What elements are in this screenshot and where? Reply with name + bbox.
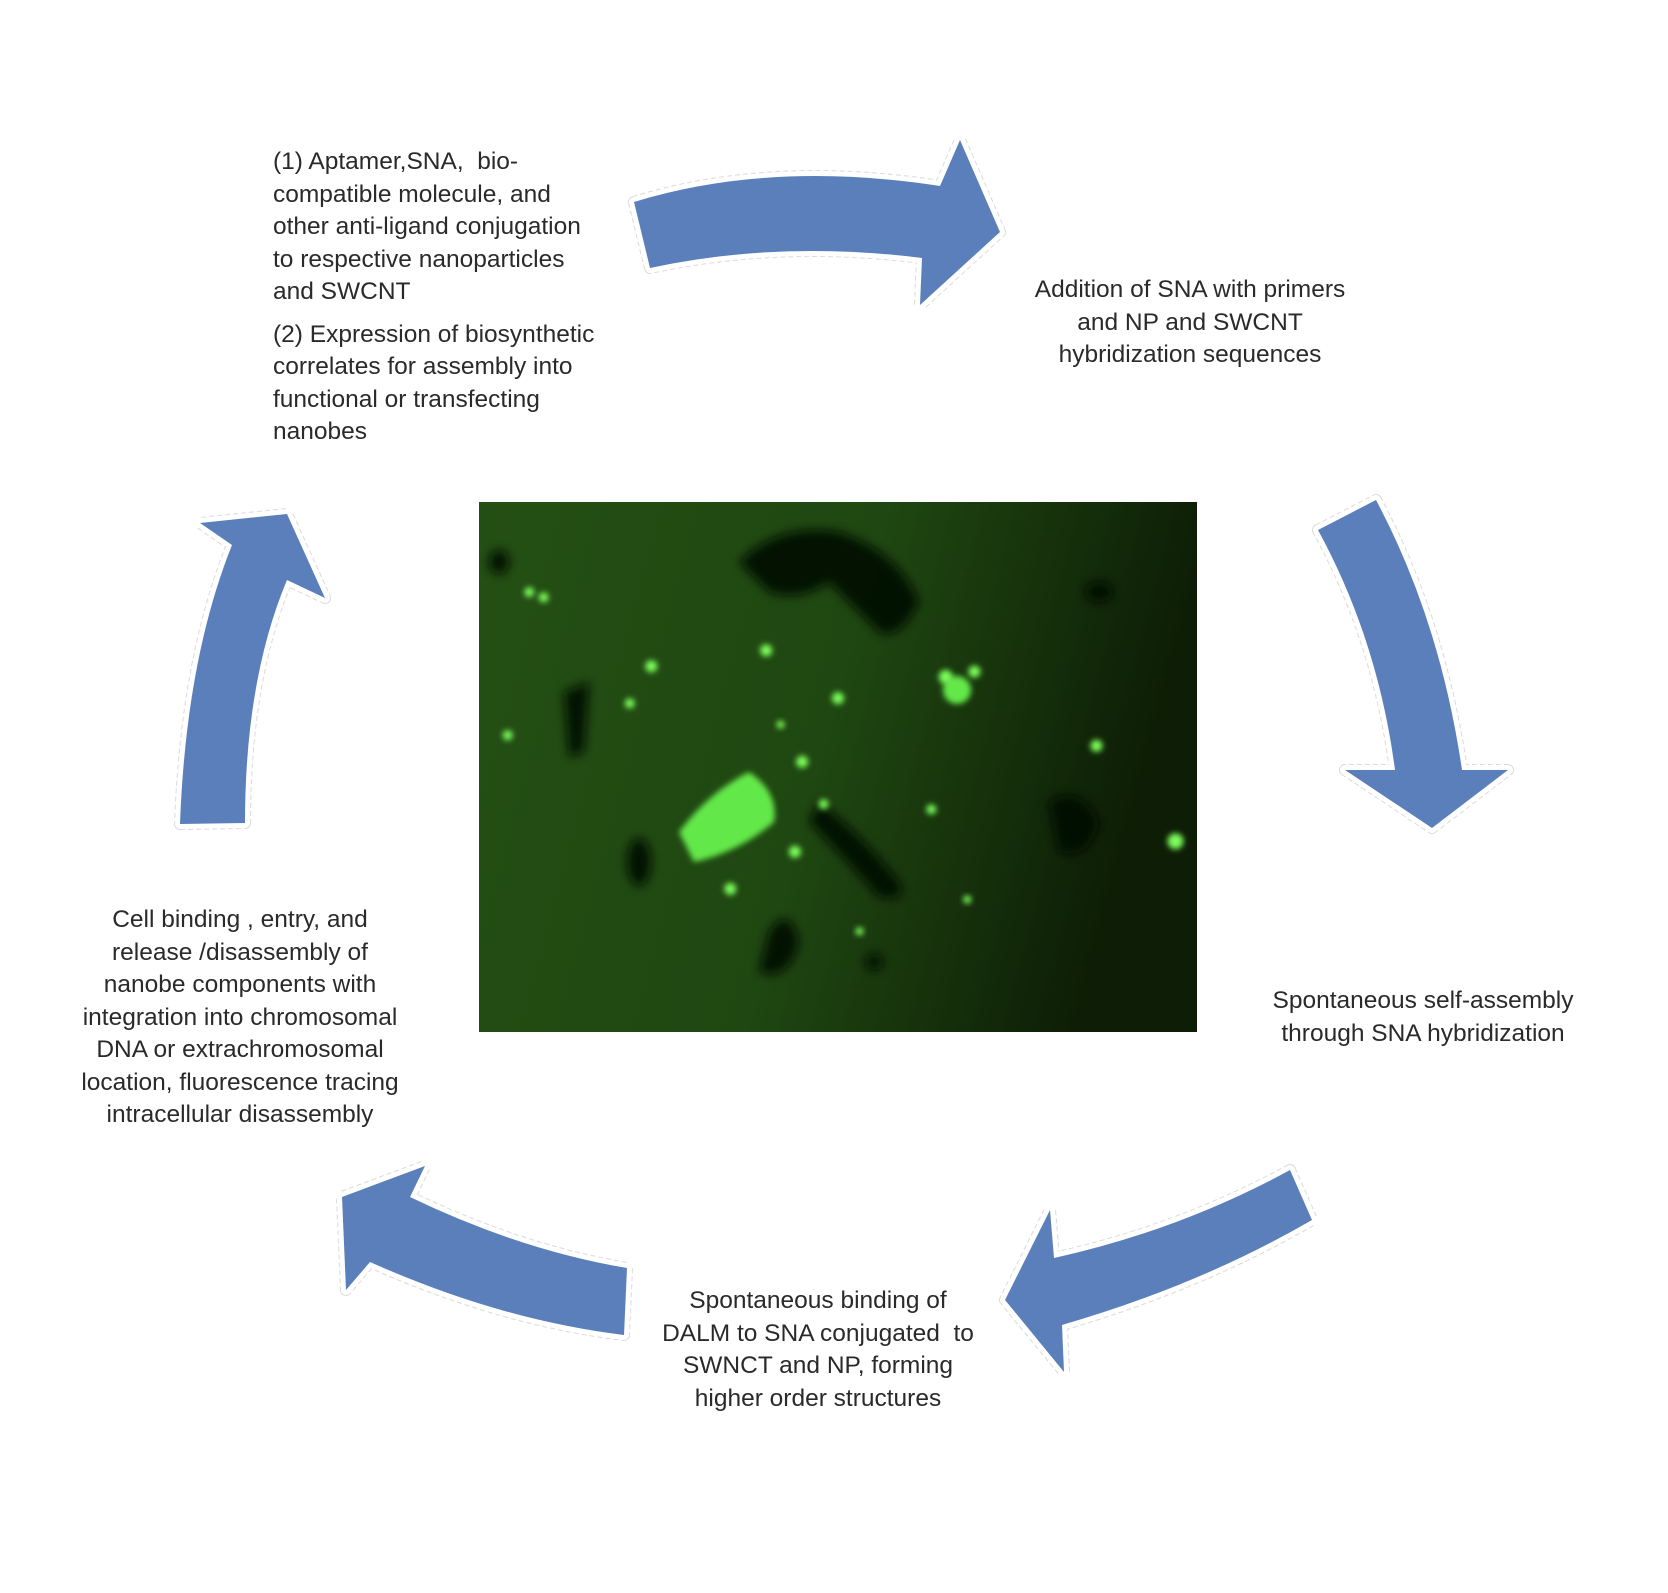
fluorescent-spot <box>818 799 829 810</box>
fluorescent-spot <box>1167 833 1184 850</box>
step-text-line: DNA or extrachromosomal <box>96 1036 384 1063</box>
arrow-up-icon <box>174 508 331 830</box>
step-dalm-binding-text: Spontaneous binding of DALM to SNA conjug… <box>628 1285 1008 1415</box>
step-conjugation-text: (1) Aptamer,SNA, bio-compatible molecule… <box>273 146 594 449</box>
step-text-line: hybridization sequences <box>1058 341 1322 368</box>
step-addition-text: Addition of SNA with primers and NP and S… <box>995 274 1385 372</box>
fluorescent-spot <box>788 845 801 858</box>
step-text-line: Spontaneous self-assembly <box>1272 987 1574 1014</box>
step-self-assembly-text: Spontaneous self-assembly through SNA hyb… <box>1233 985 1613 1050</box>
step-text-line: Spontaneous binding of <box>689 1287 947 1314</box>
fluorescent-spot <box>968 665 981 678</box>
arrow-right-icon <box>628 134 1006 311</box>
arrow-down-icon <box>1312 494 1514 834</box>
fluorescent-spot <box>926 804 937 815</box>
step-text-line: compatible molecule, and <box>273 180 551 208</box>
step-text-line: DALM to SNA conjugated to <box>662 1319 974 1347</box>
fluorescent-spot <box>832 692 844 705</box>
step-text-line: Addition of SNA with primers <box>1034 276 1346 303</box>
step-cell-binding-text: Cell binding , entry, and release /disass… <box>40 904 440 1132</box>
step-text-line: nanobes <box>273 418 368 445</box>
arrow-up-left-icon <box>336 1160 633 1341</box>
step-text-line: release /disassembly of <box>111 938 368 966</box>
fluorescent-spot <box>796 755 809 768</box>
step-text-line: to respective nanoparticles <box>273 245 565 273</box>
fluorescent-spot <box>645 660 658 673</box>
step-text-line: SWNCT and NP, forming <box>682 1352 954 1379</box>
fluorescent-spot <box>963 895 972 904</box>
fluorescence-micrograph <box>479 502 1197 1032</box>
step-text-line: location, fluorescence tracing <box>81 1068 399 1096</box>
step-text-line: and SWCNT <box>273 278 411 305</box>
fluorescent-spot <box>502 730 513 741</box>
fluorescent-spot <box>776 720 785 729</box>
fluorescent-spot <box>1090 739 1103 752</box>
step-text-line: functional or transfecting <box>273 385 540 413</box>
step-text-line: (1) Aptamer,SNA, bio- <box>273 148 519 175</box>
step-text-line: and NP and SWCNT <box>1077 308 1303 336</box>
arrow-left-icon <box>999 1164 1318 1378</box>
fluorescent-spot <box>624 698 635 709</box>
fluorescent-spot <box>855 927 864 936</box>
fluorescent-spot <box>938 669 953 684</box>
step-text-line: correlates for assembly into <box>273 353 573 380</box>
step-text-line: Cell binding , entry, and <box>112 906 368 933</box>
fluorescent-spots <box>502 587 1184 936</box>
fluorescent-spot <box>538 592 549 603</box>
fluorescent-spot <box>524 587 535 598</box>
step-text-line: through SNA hybridization <box>1281 1019 1565 1047</box>
step-text-line: intracellular disassembly <box>106 1101 374 1128</box>
fluorescent-spot <box>724 882 737 895</box>
step-text-line: other anti-ligand conjugation <box>273 213 581 240</box>
step-text-line: higher order structures <box>694 1384 942 1412</box>
step-text-line: integration into chromosomal <box>82 1003 398 1031</box>
fluorescent-spot <box>760 644 773 657</box>
step-text-line: (2) Expression of biosynthetic <box>273 320 595 348</box>
step-text-line: nanobe components with <box>103 971 377 998</box>
